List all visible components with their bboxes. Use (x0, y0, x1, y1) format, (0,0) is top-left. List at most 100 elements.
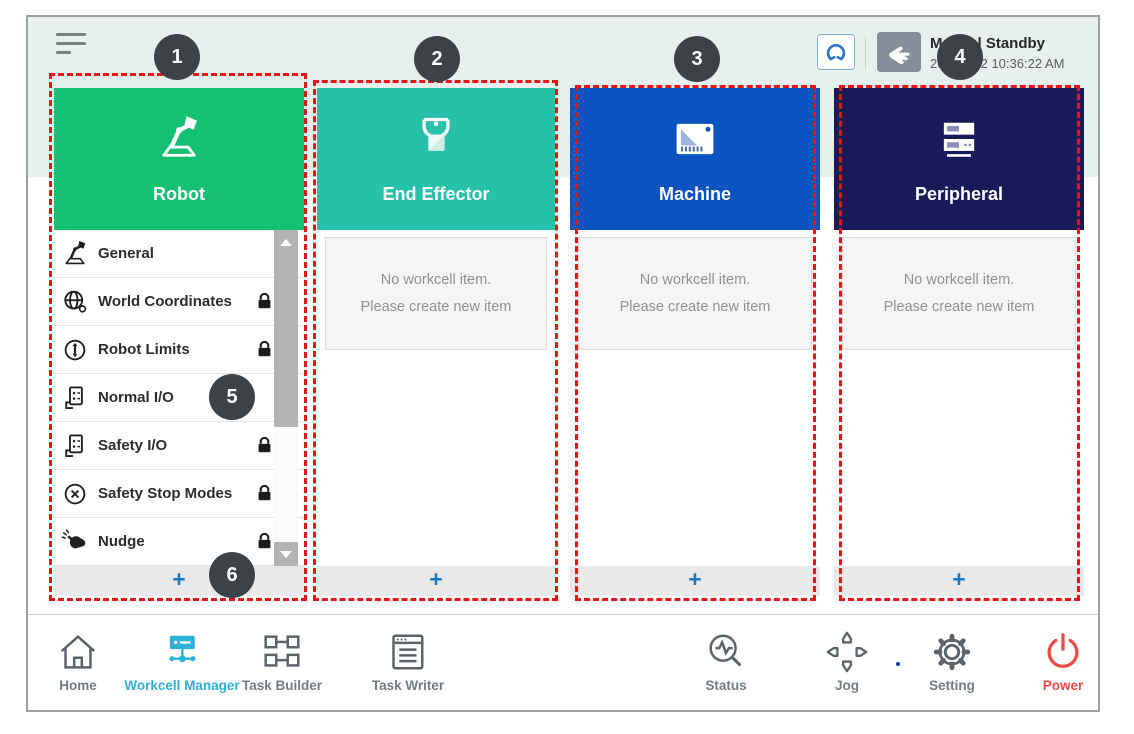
scrollbar-thumb[interactable] (274, 254, 298, 427)
triangle-down-icon (280, 550, 292, 558)
empty-state-box: No workcell item. Please create new item (325, 237, 547, 350)
task-writer-icon (385, 629, 431, 675)
robot-arm-icon (54, 110, 304, 168)
app-window: Manual Standby 2022.2.22 10:36:22 AM Rob… (26, 15, 1100, 712)
nav-label: Power (1042, 678, 1084, 693)
annotation-circle-1: 1 (154, 34, 200, 80)
nav-power[interactable]: Power (1040, 629, 1086, 693)
list-item-label: General (98, 245, 154, 262)
list-item-general[interactable]: General (54, 230, 304, 278)
annotation-circle-2: 2 (414, 36, 460, 82)
cursor-dot (896, 662, 900, 666)
peripheral-card[interactable]: Peripheral (834, 88, 1084, 230)
safety-stop-icon (60, 479, 90, 509)
nav-label: Setting (929, 678, 975, 693)
robot-settings-list: General World Coordinate (54, 230, 304, 566)
empty-state-line1: No workcell item. (639, 271, 751, 288)
list-item-label: World Coordinates (98, 293, 232, 310)
list-item-label: Robot Limits (98, 341, 190, 358)
empty-state-line2: Please create new item (883, 298, 1035, 315)
nav-setting[interactable]: Setting (929, 629, 975, 693)
empty-state-line2: Please create new item (619, 298, 771, 315)
add-peripheral-item-button[interactable]: + (834, 566, 1084, 596)
manual-mode-button[interactable] (877, 32, 921, 72)
column-end-effector: End Effector No workcell item. Please cr… (317, 88, 555, 596)
nav-label: Jog (834, 678, 859, 693)
robot-card[interactable]: Robot (54, 88, 304, 230)
peripheral-server-icon (834, 110, 1084, 168)
nudge-hand-icon (60, 527, 90, 557)
list-item-safety-io[interactable]: Safety I/O (54, 422, 304, 470)
home-icon (55, 629, 101, 675)
gripper-tool-button[interactable] (817, 34, 855, 70)
add-end-effector-item-button[interactable]: + (317, 566, 555, 596)
general-robot-icon (60, 239, 90, 269)
nav-task-writer[interactable]: Task Writer (372, 629, 444, 693)
workcell-manager-icon (159, 629, 205, 675)
bottom-navigation-bar: Home Workcell Manager (28, 614, 1098, 710)
annotation-circle-3: 3 (674, 36, 720, 82)
machine-icon (570, 110, 820, 168)
nav-status[interactable]: Status (703, 629, 749, 693)
list-item-label: Safety I/O (98, 437, 168, 454)
lock-icon (255, 292, 274, 311)
column-machine: Machine No workcell item. Please create … (570, 88, 820, 596)
nav-workcell-manager[interactable]: Workcell Manager (124, 629, 240, 693)
column-title-end-effector: End Effector (382, 184, 490, 204)
add-robot-item-button[interactable]: + (54, 566, 304, 596)
column-title-robot: Robot (153, 184, 205, 204)
nav-label: Status (705, 678, 747, 693)
lock-icon (255, 436, 274, 455)
nav-label: Task Writer (371, 678, 445, 693)
hand-icon (883, 37, 915, 67)
jog-dpad-icon (824, 629, 870, 675)
io-board-icon (60, 383, 90, 413)
list-item-label: Safety Stop Modes (98, 485, 233, 502)
menu-hamburger-icon[interactable] (56, 33, 90, 59)
annotation-circle-6: 6 (209, 552, 255, 598)
gear-icon (929, 629, 975, 675)
gripper-icon (822, 38, 850, 66)
nav-task-builder[interactable]: Task Builder (242, 629, 322, 693)
task-builder-icon (259, 629, 305, 675)
scroll-down-button[interactable] (274, 542, 298, 566)
empty-state-line1: No workcell item. (380, 271, 492, 288)
gripper-box-icon (317, 110, 555, 168)
annotation-circle-4: 4 (937, 34, 983, 80)
annotation-circle-5: 5 (209, 374, 255, 420)
nav-label: Home (59, 678, 97, 693)
status-pulse-magnifier-icon (703, 629, 749, 675)
io-board-icon (60, 431, 90, 461)
list-item-label: Nudge (98, 533, 145, 550)
column-title-machine: Machine (658, 184, 732, 204)
list-item-world-coordinates[interactable]: World Coordinates (54, 278, 304, 326)
lock-icon (255, 484, 274, 503)
scroll-up-button[interactable] (274, 230, 298, 254)
nav-label: Task Builder (241, 678, 323, 693)
topbar-divider (865, 37, 866, 69)
lock-icon (255, 532, 274, 551)
column-peripheral: Peripheral No workcell item. Please crea… (834, 88, 1084, 596)
column-title-peripheral: Peripheral (914, 184, 1004, 204)
robot-list-scrollbar[interactable] (274, 230, 298, 566)
list-item-nudge[interactable]: Nudge (54, 518, 304, 566)
nav-jog[interactable]: Jog (824, 629, 870, 693)
power-icon (1040, 629, 1086, 675)
empty-state-box: No workcell item. Please create new item (578, 237, 812, 350)
nav-label: Workcell Manager (124, 678, 240, 693)
lock-icon (255, 340, 274, 359)
nav-home[interactable]: Home (55, 629, 101, 693)
list-item-label: Normal I/O (98, 389, 174, 406)
column-robot: Robot Genera (54, 88, 304, 596)
robot-limits-icon (60, 335, 90, 365)
list-item-normal-io[interactable]: Normal I/O (54, 374, 304, 422)
triangle-up-icon (280, 238, 292, 246)
empty-state-line1: No workcell item. (903, 271, 1015, 288)
list-item-robot-limits[interactable]: Robot Limits (54, 326, 304, 374)
list-item-safety-stop-modes[interactable]: Safety Stop Modes (54, 470, 304, 518)
machine-card[interactable]: Machine (570, 88, 820, 230)
end-effector-card[interactable]: End Effector (317, 88, 555, 230)
world-coordinates-icon (60, 287, 90, 317)
add-machine-item-button[interactable]: + (570, 566, 820, 596)
